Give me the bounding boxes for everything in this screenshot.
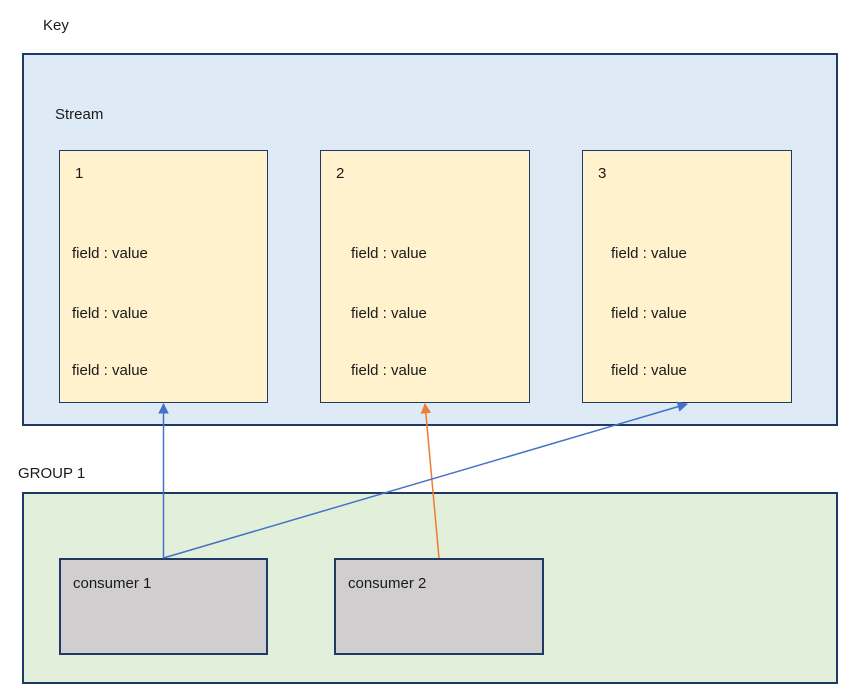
message-field: field : value — [351, 362, 427, 379]
consumer-1-label: consumer 1 — [73, 575, 152, 592]
message-field: field : value — [611, 362, 687, 379]
message-3-box: 3 field : value field : value field : va… — [582, 150, 792, 403]
message-2-box: 2 field : value field : value field : va… — [320, 150, 530, 403]
message-2-id: 2 — [336, 165, 345, 182]
consumer-1-box: consumer 1 — [59, 558, 268, 655]
message-field: field : value — [351, 305, 427, 322]
message-field: field : value — [611, 245, 687, 262]
group-label: GROUP 1 — [18, 465, 86, 482]
message-1-box: 1 field : value field : value field : va… — [59, 150, 268, 403]
message-field: field : value — [72, 362, 148, 379]
message-3-id: 3 — [598, 165, 607, 182]
message-field: field : value — [72, 245, 148, 262]
message-field: field : value — [351, 245, 427, 262]
consumer-2-box: consumer 2 — [334, 558, 544, 655]
consumer-2-label: consumer 2 — [348, 575, 427, 592]
message-field: field : value — [72, 305, 148, 322]
key-label: Key — [43, 17, 69, 34]
message-field: field : value — [611, 305, 687, 322]
message-1-id: 1 — [75, 165, 84, 182]
stream-label: Stream — [55, 106, 104, 123]
